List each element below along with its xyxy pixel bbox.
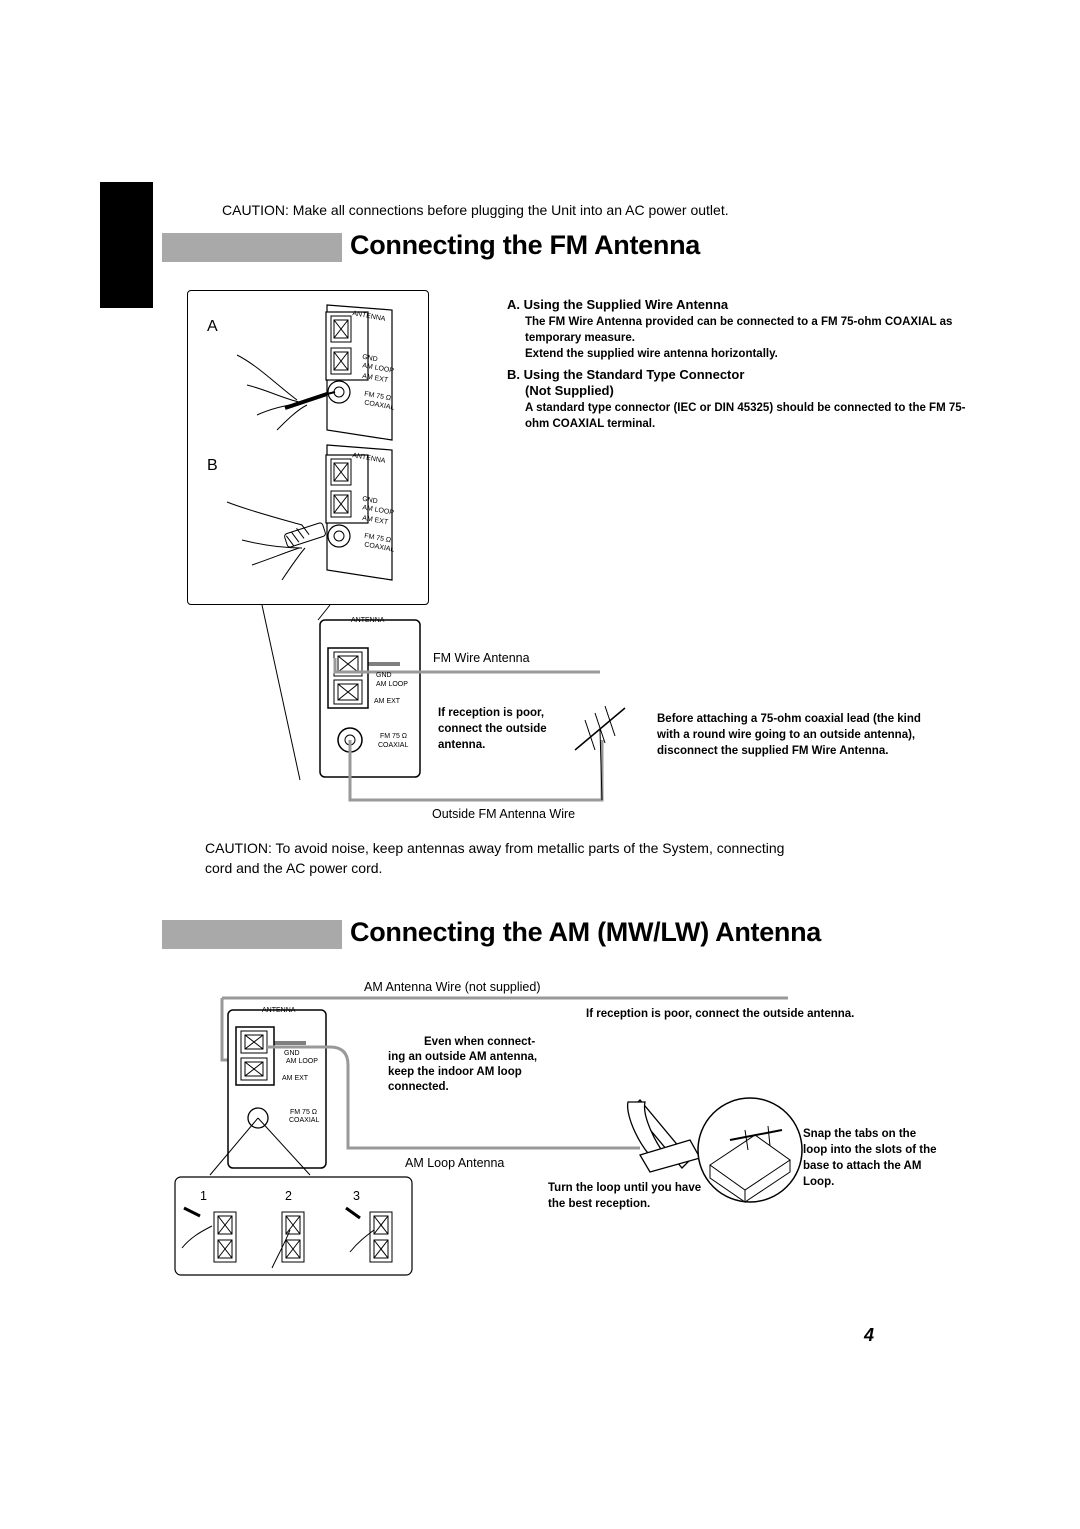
terminal-am-coaxial: COAXIAL — [289, 1117, 320, 1124]
am-turn-loop-note: Turn the loop until you have the best re… — [548, 1182, 702, 1210]
fm-section-b-text: A standard type connector (IEC or DIN 45… — [525, 402, 966, 430]
am-loop-antenna-icon — [627, 1099, 701, 1173]
fm-illustration-panel — [187, 290, 429, 605]
am-even-when-line-2: ing an outside AM antenna, — [388, 1051, 538, 1063]
terminal-am-fm75: FM 75 Ω — [290, 1109, 318, 1116]
am-poor-reception-note: If reception is poor, connect the outsid… — [586, 1008, 855, 1020]
step-3-icon — [345, 1206, 393, 1263]
terminal-main-am-ext: AM EXT — [374, 698, 401, 705]
fm-section-a-text-1: The FM Wire Antenna provided can be conn… — [525, 316, 953, 344]
terminal-block-a-icon — [236, 304, 393, 441]
page-number: 4 — [864, 1325, 875, 1345]
terminal-am-antenna: ANTENNA — [262, 1007, 296, 1014]
terminal-main-gnd: GND — [376, 672, 392, 679]
heading-bar — [162, 233, 342, 262]
step-2-number: 2 — [285, 1189, 292, 1203]
heading-bar — [162, 920, 342, 949]
caution-middle: CAUTION: To avoid noise, keep antennas a… — [205, 840, 785, 876]
terminal-block-b-icon — [226, 444, 393, 581]
am-snap-tabs-note: Snap the tabs on the loop into the slots… — [803, 1128, 937, 1188]
step-1-icon — [181, 1206, 237, 1263]
am-wiring-diagram — [174, 996, 803, 1276]
outdoor-antenna-icon — [574, 705, 626, 801]
am-loop-antenna-label: AM Loop Antenna — [405, 1156, 505, 1170]
label-a: A — [207, 318, 218, 335]
caution-top: CAUTION: Make all connections before plu… — [222, 202, 729, 218]
am-even-when-line-4: connected. — [388, 1081, 449, 1093]
fm-wiring-diagram — [261, 604, 626, 802]
terminal-am-am-loop: AM LOOP — [286, 1058, 318, 1065]
am-even-when-line-1: Even when connect- — [424, 1036, 536, 1048]
fm-wire-antenna-label: FM Wire Antenna — [433, 651, 530, 665]
fm-connection-drawings — [226, 304, 393, 581]
am-antenna-wire-label: AM Antenna Wire (not supplied) — [364, 980, 541, 994]
terminal-main-coaxial: COAXIAL — [378, 742, 409, 749]
terminal-am-gnd: GND — [284, 1050, 300, 1057]
terminal-main-fm75: FM 75 Ω — [380, 733, 408, 740]
label-b: B — [207, 457, 218, 474]
step-3-number: 3 — [353, 1189, 360, 1203]
terminal-am-am-ext: AM EXT — [282, 1075, 309, 1082]
outside-fm-antenna-wire-label: Outside FM Antenna Wire — [432, 807, 576, 821]
loop-base-detail-icon — [697, 1097, 803, 1203]
fm-section-a-title: A. Using the Supplied Wire Antenna — [507, 297, 729, 312]
fm-before-attaching-note: Before attaching a 75-ohm coaxial lead (… — [657, 713, 921, 757]
fm-section-a-text-2: Extend the supplied wire antenna horizon… — [525, 348, 778, 360]
section-tab — [100, 182, 153, 308]
fm-section-b-title-1: B. Using the Standard Type Connector — [507, 367, 745, 382]
terminal-main-am-loop: AM LOOP — [376, 681, 408, 688]
fm-heading: Connecting the FM Antenna — [350, 230, 700, 260]
fm-poor-reception-note: If reception is poor, connect the outsid… — [438, 707, 547, 751]
terminal-main-antenna: ANTENNA — [351, 617, 385, 624]
am-even-when-line-3: keep the indoor AM loop — [388, 1066, 522, 1078]
am-heading: Connecting the AM (MW/LW) Antenna — [350, 917, 822, 947]
step-2-icon — [271, 1211, 305, 1269]
step-1-number: 1 — [200, 1189, 207, 1203]
fm-section-b-title-2: (Not Supplied) — [525, 383, 614, 398]
